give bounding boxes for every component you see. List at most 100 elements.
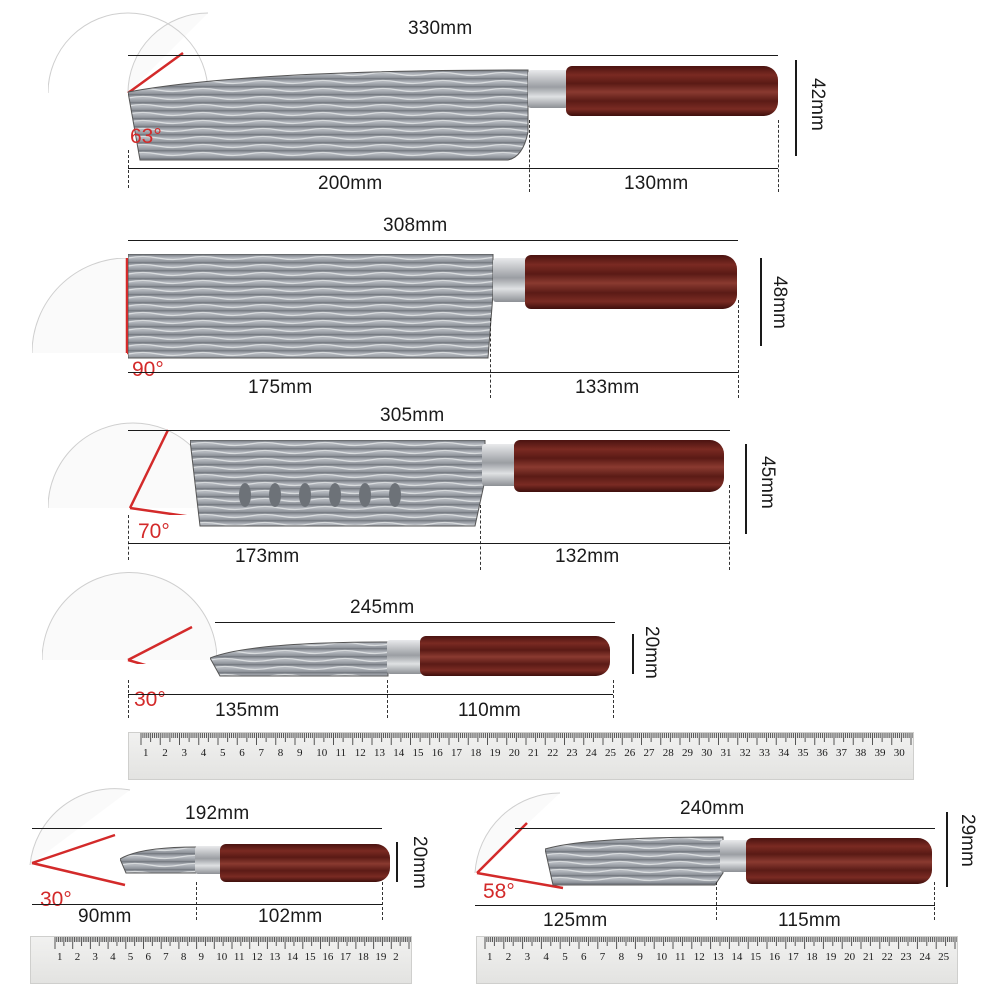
dashed-marker bbox=[128, 680, 129, 718]
blade bbox=[545, 836, 724, 886]
blade-length-label: 90mm bbox=[78, 906, 132, 927]
blade-length-label: 200mm bbox=[318, 173, 383, 194]
blade bbox=[128, 254, 494, 359]
edge-angle-label: 63° bbox=[130, 125, 162, 148]
dashed-marker bbox=[738, 300, 739, 398]
handle bbox=[566, 66, 778, 116]
ruler-number: 27 bbox=[643, 747, 655, 759]
height-bar bbox=[795, 60, 797, 156]
dashed-marker bbox=[529, 120, 530, 192]
ruler-number: 21 bbox=[528, 747, 539, 759]
ruler-number: 22 bbox=[547, 747, 559, 759]
ruler-number: 4 bbox=[543, 951, 549, 963]
dashed-marker bbox=[490, 318, 491, 398]
ruler-number: 17 bbox=[787, 951, 799, 963]
dimension-line bbox=[128, 168, 778, 169]
ruler-number: 17 bbox=[340, 951, 351, 963]
dimension-line bbox=[128, 372, 738, 373]
ruler-number: 18 bbox=[470, 747, 482, 759]
ruler-number: 10 bbox=[656, 951, 668, 963]
bolster bbox=[720, 840, 750, 872]
ruler-number: 4 bbox=[200, 747, 207, 759]
dimension-line bbox=[128, 430, 730, 431]
ruler-number: 3 bbox=[92, 951, 98, 963]
ruler-number: 10 bbox=[316, 747, 328, 759]
total-length-label: 308mm bbox=[383, 215, 448, 236]
ruler-number: 3 bbox=[524, 951, 531, 963]
dashed-marker bbox=[387, 680, 388, 718]
dimension-line bbox=[215, 622, 615, 623]
dimension-line bbox=[475, 905, 935, 906]
ruler-number: 11 bbox=[335, 747, 347, 759]
ruler-number: 20 bbox=[844, 951, 856, 963]
ruler-number: 34 bbox=[778, 747, 790, 759]
ruler-number: 19 bbox=[375, 951, 387, 963]
ruler-number: 1 bbox=[143, 747, 149, 759]
handle-length-label: 132mm bbox=[555, 546, 620, 567]
dashed-marker bbox=[613, 680, 614, 718]
dashed-marker bbox=[778, 120, 779, 192]
blade-length-label: 125mm bbox=[543, 910, 608, 931]
dimension-line bbox=[128, 694, 613, 695]
ruler-number: 15 bbox=[750, 951, 762, 963]
dimension-line bbox=[515, 828, 935, 829]
height-bar bbox=[745, 444, 747, 534]
blade-length-label: 175mm bbox=[248, 377, 313, 398]
dashed-marker bbox=[196, 882, 197, 920]
ruler-number: 8 bbox=[180, 951, 187, 963]
ruler-number: 31 bbox=[720, 747, 732, 759]
ruler-number: 9 bbox=[637, 951, 643, 963]
ruler-number: 8 bbox=[277, 747, 284, 759]
handle-length-label: 133mm bbox=[575, 377, 640, 398]
ruler-number: 23 bbox=[566, 747, 578, 759]
protractor-icon bbox=[474, 792, 564, 890]
edge-angle-label: 30° bbox=[40, 888, 72, 911]
total-length-label: 245mm bbox=[350, 597, 415, 618]
handle bbox=[525, 255, 737, 309]
ruler-number: 29 bbox=[682, 747, 693, 759]
ruler-number: 22 bbox=[881, 951, 893, 963]
ruler-number: 30 bbox=[893, 747, 905, 759]
height-label: 20mm bbox=[409, 836, 430, 889]
ruler-number: 16 bbox=[322, 951, 334, 963]
ruler-number: 7 bbox=[163, 951, 169, 963]
ruler-number: 23 bbox=[900, 951, 912, 963]
ruler-number: 18 bbox=[357, 951, 369, 963]
ruler-number: 13 bbox=[712, 951, 724, 963]
ruler-number: 25 bbox=[938, 951, 950, 963]
blade bbox=[128, 69, 529, 161]
total-length-label: 305mm bbox=[380, 405, 445, 426]
protractor-icon bbox=[42, 572, 217, 664]
dashed-marker bbox=[128, 515, 129, 560]
ruler-number: 2 bbox=[505, 951, 512, 963]
ruler-number: 37 bbox=[836, 747, 847, 759]
dimension-line bbox=[128, 55, 778, 56]
total-length-label: 192mm bbox=[185, 803, 250, 824]
height-label: 48mm bbox=[769, 276, 790, 329]
ruler-number: 15 bbox=[304, 951, 316, 963]
height-label: 29mm bbox=[957, 814, 978, 867]
dashed-marker bbox=[729, 485, 730, 570]
total-length-label: 240mm bbox=[680, 798, 745, 819]
ruler-number: 14 bbox=[731, 951, 743, 963]
ruler-number: 8 bbox=[618, 951, 625, 963]
ruler-number: 28 bbox=[662, 747, 674, 759]
ruler-number: 12 bbox=[251, 951, 263, 963]
ruler-number: 5 bbox=[562, 951, 568, 963]
ruler-number: 13 bbox=[374, 747, 385, 759]
ruler-number: 12 bbox=[693, 951, 705, 963]
ruler-number: 10 bbox=[216, 951, 228, 963]
ruler-number: 21 bbox=[862, 951, 874, 963]
ruler-number: 12 bbox=[354, 747, 366, 759]
ruler-number: 11 bbox=[674, 951, 686, 963]
ruler-number: 11 bbox=[233, 951, 245, 963]
dimension-line bbox=[128, 240, 738, 241]
handle-length-label: 102mm bbox=[258, 906, 323, 927]
ruler-ticks bbox=[140, 733, 913, 745]
edge-angle-label: 30° bbox=[134, 688, 166, 711]
ruler-number: 15 bbox=[412, 747, 424, 759]
ruler-number: 33 bbox=[759, 747, 770, 759]
dashed-marker bbox=[716, 882, 717, 920]
protractor-icon bbox=[29, 788, 131, 887]
blade bbox=[210, 641, 389, 677]
